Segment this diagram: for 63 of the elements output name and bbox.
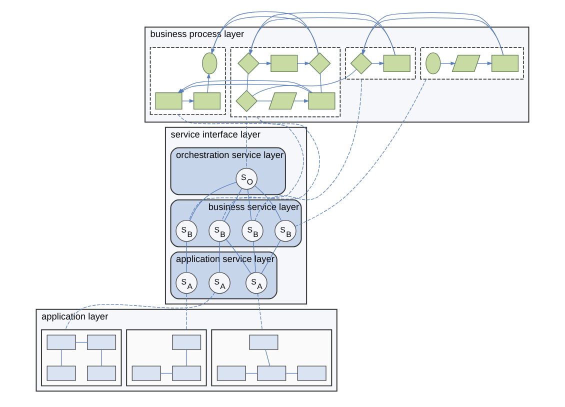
connector [190, 181, 237, 221]
connector [178, 114, 304, 220]
node-box [492, 54, 519, 72]
arrow [477, 61, 493, 65]
node-box [172, 334, 202, 350]
node-box [257, 365, 286, 380]
connector [186, 292, 187, 330]
connector [246, 72, 248, 91]
connector [286, 372, 298, 374]
node-box [87, 334, 116, 350]
connector [224, 187, 242, 222]
cluster: application layer [36, 308, 338, 392]
node-ellipse [202, 52, 218, 74]
cluster [41, 328, 122, 386]
connector [254, 184, 282, 221]
node-box [132, 365, 161, 380]
arrow [440, 61, 456, 65]
connector [219, 240, 220, 272]
connector [60, 349, 62, 366]
cluster [211, 328, 332, 386]
connector [186, 349, 187, 366]
connector [186, 240, 187, 272]
node-ellipse [426, 52, 441, 74]
connector [246, 116, 247, 168]
connector [320, 72, 322, 93]
connector [64, 292, 216, 330]
cluster [126, 328, 207, 386]
connector [222, 116, 320, 220]
arrow [206, 72, 210, 92]
node-box [216, 365, 246, 380]
node-box [383, 54, 410, 72]
connector [160, 372, 173, 374]
connector [226, 238, 252, 274]
connector [252, 240, 256, 272]
node-box [46, 365, 76, 380]
node-parallelogram [268, 92, 298, 110]
node-box [87, 365, 116, 380]
connector [294, 78, 426, 226]
connector [254, 78, 362, 220]
arrow [294, 98, 310, 102]
connector [257, 292, 263, 330]
connector [75, 341, 88, 342]
connector [247, 188, 252, 220]
node-box [155, 92, 182, 110]
node-diamond [308, 52, 331, 74]
node-diamond [236, 89, 258, 112]
connector [265, 349, 270, 366]
connector [252, 68, 357, 96]
connector [246, 372, 258, 374]
node-box [249, 334, 278, 350]
node-box [270, 54, 298, 72]
cluster [420, 46, 524, 80]
connector [101, 349, 102, 366]
node-box [46, 334, 76, 350]
node-box [308, 92, 336, 110]
arrow [182, 98, 195, 102]
node-box [297, 365, 326, 380]
connector [257, 100, 272, 101]
node-diamond [350, 52, 372, 74]
node-box [172, 365, 202, 380]
node-diamond [238, 52, 260, 74]
node-box [193, 92, 221, 110]
connector [261, 240, 281, 274]
